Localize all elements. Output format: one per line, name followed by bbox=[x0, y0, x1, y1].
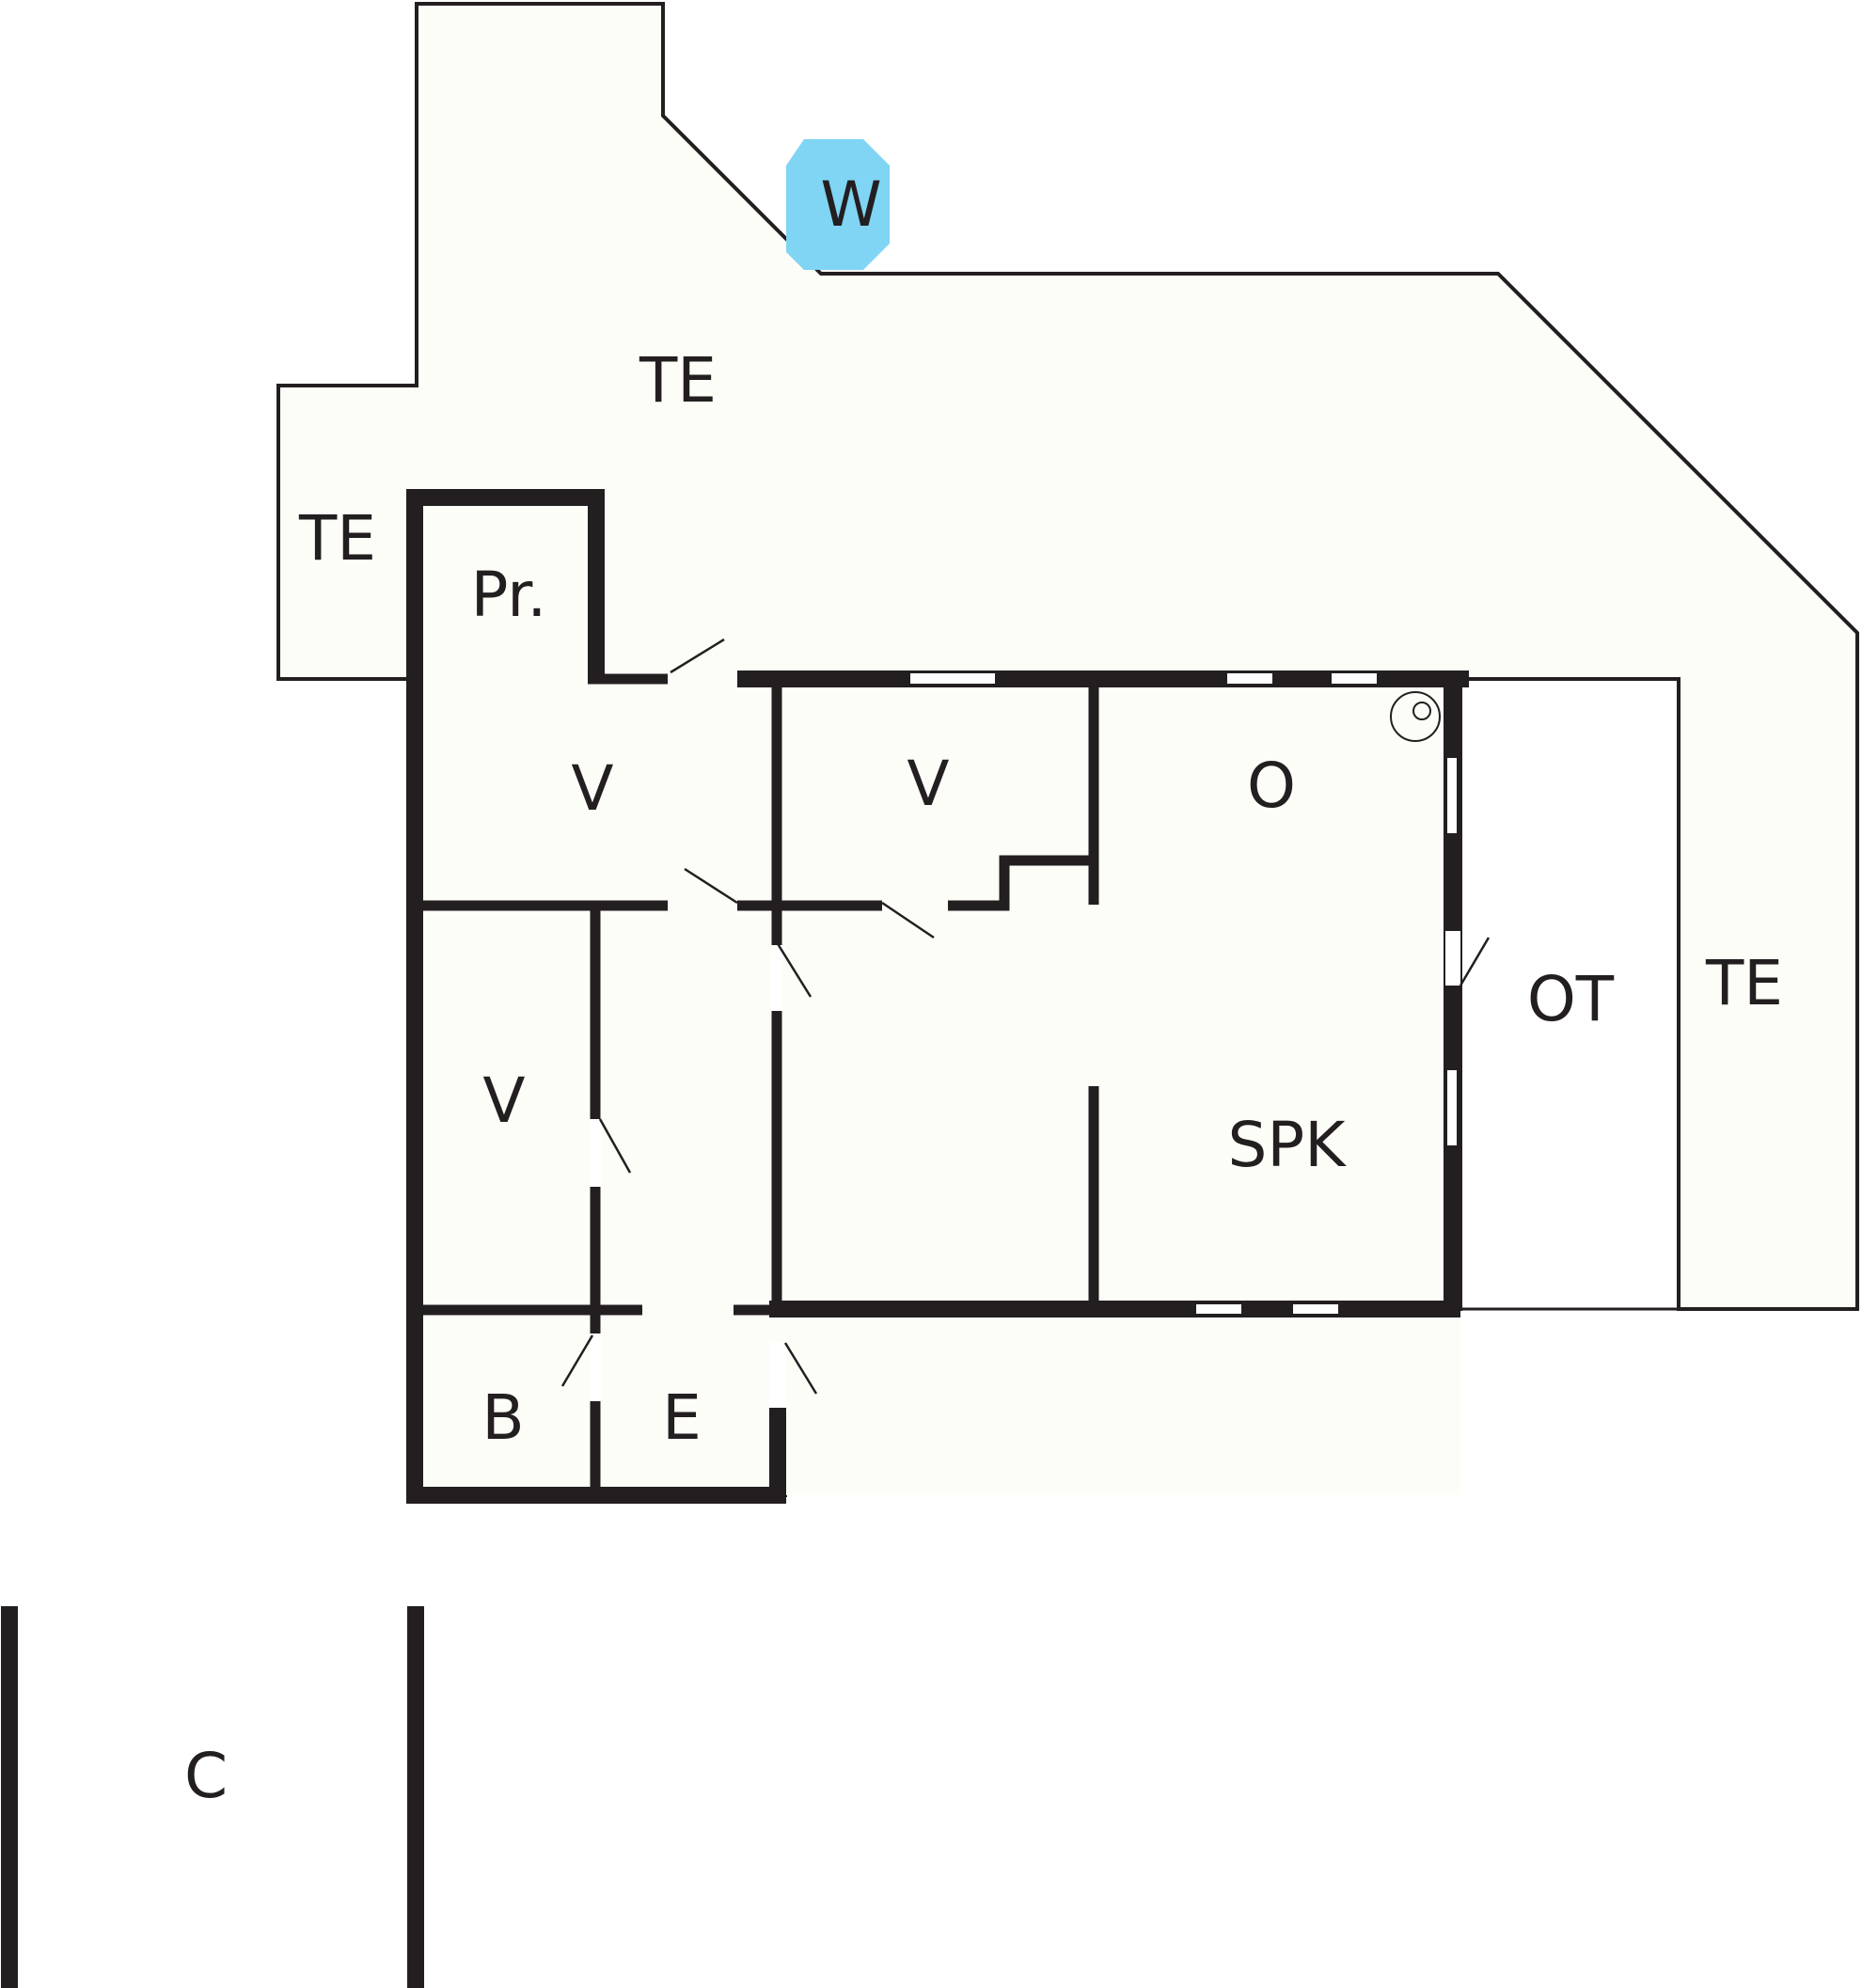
wc-marker-label: W bbox=[820, 168, 881, 241]
door-gap-bath bbox=[591, 1333, 602, 1401]
room-label-terrace-left: TE bbox=[298, 502, 376, 575]
room-label-terrace-right: TE bbox=[1705, 947, 1783, 1019]
door-swing-top bbox=[670, 638, 725, 674]
door-gap-right bbox=[1445, 931, 1460, 986]
room-label-terrace-main: TE bbox=[639, 344, 717, 417]
window-right-1 bbox=[1447, 758, 1457, 833]
wc-marker bbox=[786, 139, 890, 270]
door-swing-entrance bbox=[783, 1342, 818, 1395]
house-floor bbox=[411, 496, 1460, 1495]
room-label-covered-terrace: OT bbox=[1527, 963, 1615, 1035]
door-gap-hall-mid bbox=[771, 945, 782, 1011]
door-swing-right bbox=[1459, 937, 1491, 986]
room-label-entrance: E bbox=[662, 1381, 702, 1454]
door-swing-closet bbox=[881, 901, 935, 939]
window-right-2 bbox=[1447, 1070, 1457, 1145]
door-gap-entrance bbox=[769, 1343, 786, 1407]
door-gap-corridor bbox=[591, 1119, 602, 1187]
door-swing-bath bbox=[560, 1334, 594, 1387]
window-top-3 bbox=[1332, 673, 1377, 684]
room-label-dining-kitchen: SPK bbox=[1228, 1109, 1348, 1181]
window-top-2 bbox=[1227, 673, 1272, 684]
window-bottom-2 bbox=[1293, 1304, 1338, 1314]
room-label-living-room: O bbox=[1247, 749, 1296, 822]
door-swing-corridor bbox=[598, 1118, 632, 1174]
fireplace-icon bbox=[1390, 691, 1441, 742]
room-label-hall-lower-left: V bbox=[482, 1065, 525, 1137]
window-bottom-1 bbox=[1196, 1304, 1241, 1314]
door-swing-hall-mid bbox=[775, 941, 813, 998]
wall-closet-step bbox=[948, 855, 1089, 911]
pantry-walls bbox=[406, 489, 605, 679]
window-top-1 bbox=[910, 673, 995, 684]
door-swing-hall-upper bbox=[684, 867, 738, 905]
room-label-hall-upper-left: V bbox=[571, 752, 613, 825]
room-label-pantry: Pr. bbox=[471, 559, 547, 631]
room-label-bathroom: B bbox=[481, 1381, 524, 1454]
room-label-carport: C bbox=[184, 1740, 228, 1812]
room-label-hall-upper-mid: V bbox=[907, 748, 949, 820]
